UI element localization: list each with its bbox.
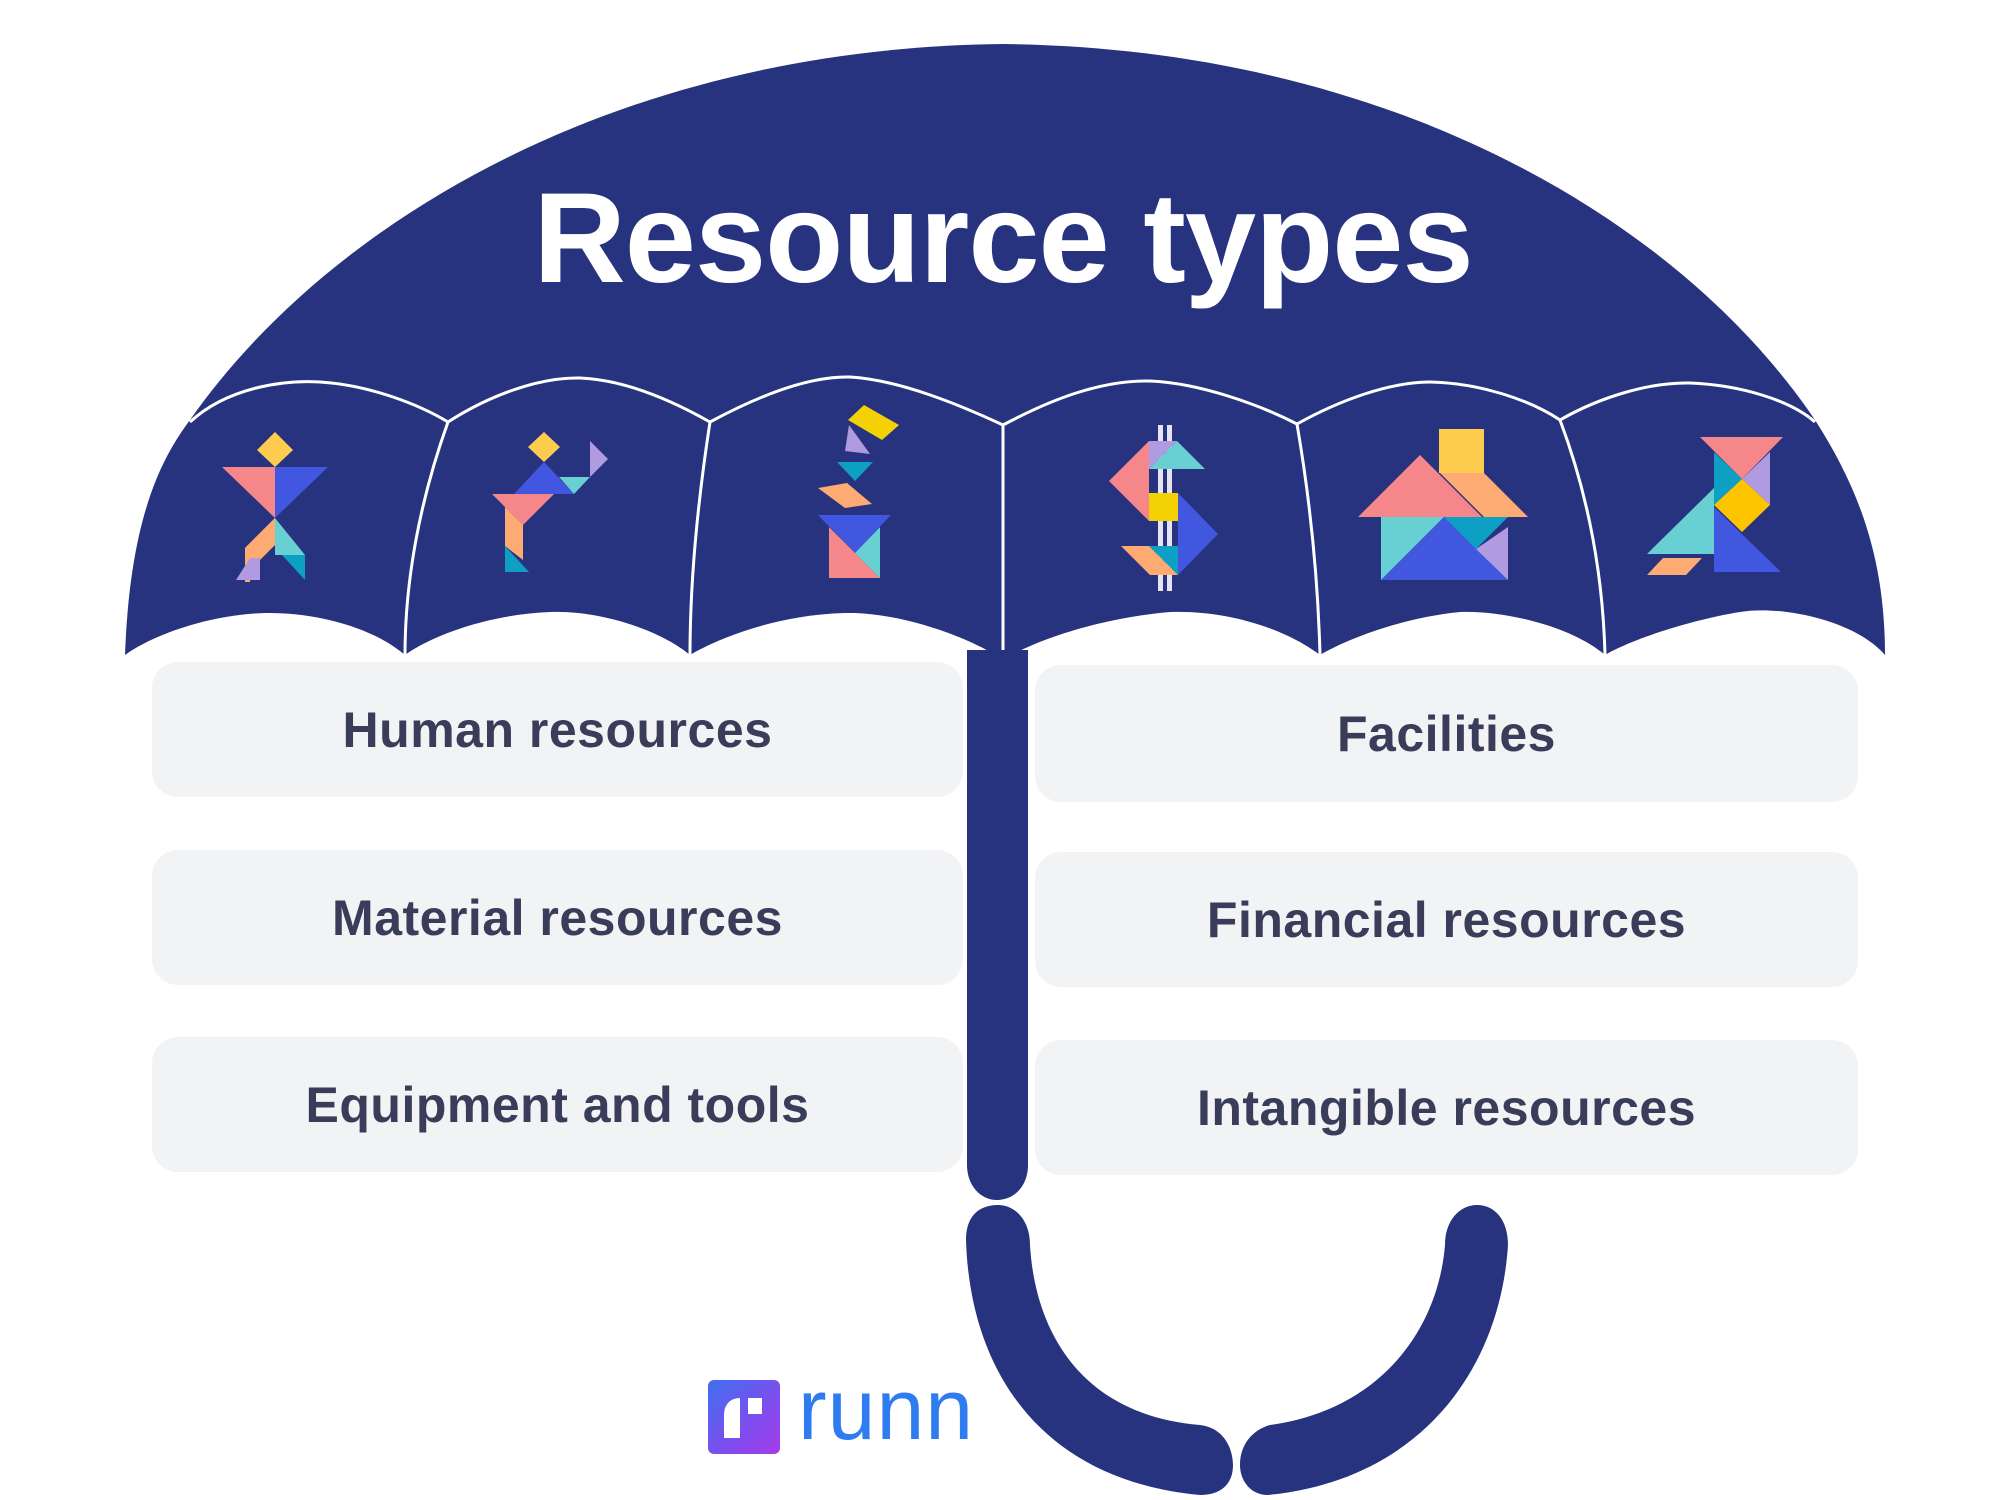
resource-card-material: Material resources [152, 850, 963, 985]
resource-card-equipment: Equipment and tools [152, 1037, 963, 1172]
resource-label: Intangible resources [1196, 1079, 1697, 1136]
resource-label: Human resources [342, 701, 773, 758]
runn-wordmark: runn [798, 1362, 975, 1458]
tangram-waving-person-icon [492, 432, 608, 572]
tangram-house-icon [1358, 429, 1528, 580]
resource-card-intangible: Intangible resources [1035, 1040, 1858, 1175]
tangram-dollar-sign-icon [1109, 425, 1218, 591]
resource-label: Financial resources [1206, 891, 1687, 948]
resource-label: Material resources [332, 889, 783, 946]
runn-logo: runn [708, 1367, 974, 1454]
resource-card-facilities: Facilities [1035, 665, 1858, 802]
tangram-person-icon [222, 432, 328, 582]
tangram-box-falling-pieces-icon [818, 405, 899, 578]
resource-label: Facilities [1337, 705, 1556, 762]
resource-label: Equipment and tools [305, 1076, 810, 1133]
umbrella-canopy [125, 44, 1885, 660]
umbrella-handle-right [1240, 1205, 1508, 1495]
page-title: Resource types [533, 167, 1473, 310]
umbrella-handle-left [966, 1205, 1233, 1495]
resource-card-human: Human resources [152, 662, 963, 797]
runn-logo-mark-icon [708, 1380, 780, 1454]
tangram-bird-icon [1647, 437, 1783, 575]
umbrella-shaft [967, 650, 1028, 1200]
canopy-seams [188, 375, 1816, 660]
resource-card-financial: Financial resources [1035, 852, 1858, 987]
